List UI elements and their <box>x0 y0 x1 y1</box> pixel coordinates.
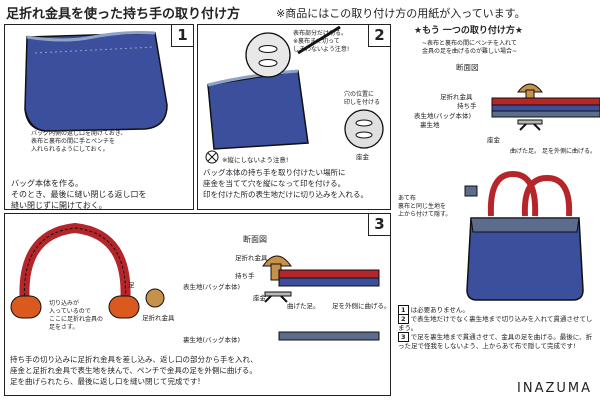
alt-subtitle: ~表布と裏布の間にペンチを入れて金具の足を曲げるのが難しい場合~ <box>422 40 518 55</box>
alt-diagram-title: 断面図 <box>456 63 479 72</box>
mark-hole-illustration <box>205 25 384 164</box>
alt-fitting-label: 足折れ金具 <box>440 93 473 101</box>
step3-outer-label: 表生地(バッグ本体) <box>183 283 241 291</box>
alt-lining-label: 裏生地 <box>420 121 440 129</box>
step3-diagram-title: 断面図 <box>243 235 267 244</box>
tote-bag-illustration <box>464 170 584 301</box>
step3-panel: 3 足 足折れ金具 切り込みが入っているのでここに足折れ金具の足をさす。 断面図… <box>4 213 391 396</box>
step2-washer-label: 座金 <box>356 153 369 161</box>
step3-fitting-label-2: 足折れ金具 <box>142 314 175 322</box>
alt-bent-note: 曲げた足。 足を外側に曲げる。 <box>510 148 596 155</box>
step1-callout: バッグ内側の返し口を開けておき、表布と裏布の間に手とペンチを入れられるようにして… <box>31 130 127 153</box>
step3-fitting-label: 足折れ金具 <box>235 254 268 262</box>
step3-cross-section <box>262 255 380 341</box>
step2-note-cut: 表布部分だけ切る。※裏布まで切ってしまわないよう注意! <box>293 30 350 53</box>
header-note: ※商品にはこの取り付け方の用紙が入っています。 <box>276 7 526 20</box>
step1-panel: 1 バッグ内側の返し口を開けておき、表布と裏布の間に手とペンチを入れられるように… <box>4 24 194 210</box>
alt-step-1: 1 は必要ありません。 <box>398 305 594 315</box>
brand-logo: INAZUMA <box>517 381 592 396</box>
step1-caption: バッグ本体を作る。そのとき、最後に縫い閉じる返し口を縫い閉じずに開けておく。 <box>11 179 147 210</box>
alt-outer-label: 表生地(バッグ本体) <box>414 112 472 120</box>
alt-step-3: 3 で足を裏生地まで貫通させて、金具の足を曲げる。最後に、折った足で怪我をしない… <box>398 332 593 350</box>
step2-number: 2 <box>368 25 390 47</box>
step2-caption: バッグ本体の持ち手を取り付けたい場所に座金を当てて穴を縦になって印を付ける。印を… <box>203 168 368 199</box>
alt-washer-label: 座金 <box>487 136 500 144</box>
alt-patch-note: あて布裏布と同じ生地を上から付けて隠す。 <box>398 195 452 218</box>
page-title: 足折れ金具を使った持ち手の取り付け方 <box>6 7 241 22</box>
step3-number: 3 <box>368 214 390 236</box>
step1-number: 1 <box>171 25 193 47</box>
bag-opening-illustration <box>24 31 168 132</box>
step3-bend-out-label: 足を外側に曲げる。 <box>332 302 391 310</box>
step3-handle-label: 持ち手 <box>235 272 255 280</box>
step3-bent-leg-label: 曲げた足。 <box>287 302 320 310</box>
alt-step-2: 2 で表生地だけでなく裏生地まで切り込みを入れて貫通させてしまう。 <box>398 314 593 332</box>
step3-washer-label: 座金 <box>253 294 266 302</box>
alt-cross-section <box>491 83 600 131</box>
step3-lining-label: 裏生地(バッグ本体) <box>183 336 241 344</box>
alt-steps: 1 は必要ありません。 2 で表生地だけでなく裏生地まで切り込みを入れて貫通させ… <box>398 305 594 351</box>
handle-illustration <box>10 222 165 319</box>
step2-no-bend: ※縦にしないよう注意! <box>222 156 289 164</box>
step2-note-hole: 穴の位置に印しを付ける <box>344 91 381 106</box>
step2-panel: 2 表布部分だけ切る。※裏布まで切ってしまわないよう注意! 穴の位置に印しを付け… <box>197 24 391 210</box>
step3-notch-note: 切り込みが入っているのでここに足折れ金具の足をさす。 <box>49 300 104 331</box>
alt-title: ★もう 一つの取り付け方★ <box>414 26 524 36</box>
step3-leg-label: 足 <box>128 281 135 289</box>
step3-caption: 持ち手の切り込みに足折れ金具を差し込み、返し口の部分から手を入れ、座金と足折れ金… <box>10 355 258 386</box>
alt-handle-label: 持ち手 <box>457 102 477 110</box>
